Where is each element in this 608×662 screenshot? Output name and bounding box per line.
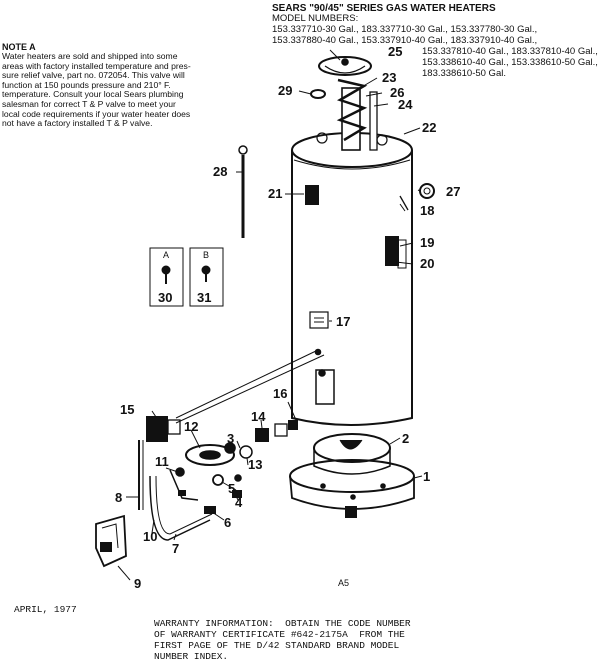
screw-b-icon: [201, 265, 211, 275]
part-label-2: 2: [402, 431, 409, 446]
gas-valve-15: [146, 416, 168, 442]
model-line-5: 183.338610-50 Gal.: [422, 68, 506, 79]
part-label-18: 18: [420, 203, 434, 218]
part-label-11: 11: [155, 454, 169, 469]
model-numbers-label: MODEL NUMBERS:: [272, 13, 359, 24]
tank-body: [291, 150, 413, 426]
part-label-14: 14: [251, 409, 266, 424]
manifold-tube: [149, 475, 211, 541]
warranty-line-1: WARRANTY INFORMATION: OBTAIN THE CODE NU…: [154, 618, 411, 629]
part-label-27: 27: [446, 184, 460, 199]
part-label-5: 5: [228, 481, 235, 496]
model-line-3: 153.337810-40 Gal., 183.337810-40 Gal.,: [422, 46, 598, 57]
part-label-25: 25: [388, 44, 402, 59]
part-label-22: 22: [422, 120, 436, 135]
part-label-23: 23: [382, 70, 396, 85]
part-label-17: 17: [336, 314, 350, 329]
part-label-19: 19: [420, 235, 434, 250]
screw-a-number: 30: [158, 290, 172, 305]
screw-box-a: [149, 247, 184, 307]
part-label-6: 6: [224, 515, 231, 530]
jacket-door-19: [385, 236, 399, 266]
screw-a-icon: [161, 265, 171, 275]
note-line: temperature. Consult your local Sears pl…: [2, 89, 184, 100]
note-line: salesman for correct T & P valve to meet…: [2, 98, 176, 109]
screw-box-b: [189, 247, 224, 307]
note-line: sure relief valve, part no. 072054. This…: [2, 70, 185, 81]
fitting-4: [232, 490, 242, 498]
footer-date: APRIL, 1977: [14, 604, 77, 615]
part-label-12: 12: [184, 419, 198, 434]
part-label-16: 16: [273, 386, 287, 401]
part-label-1: 1: [423, 469, 430, 484]
burner-12: [185, 444, 235, 466]
screw-b-number: 31: [197, 290, 211, 305]
note-line: Water heaters are sold and shipped into …: [2, 51, 178, 61]
note-title: NOTE A: [2, 42, 36, 52]
fitting-13: [239, 445, 253, 459]
part-label-24: 24: [398, 97, 413, 112]
part-label-10: 10: [143, 529, 157, 544]
series-title: SEARS "90/45" SERIES GAS WATER HEATERS: [272, 3, 496, 14]
label-21: [305, 185, 319, 205]
fitting-6: [204, 506, 216, 514]
part-label-15: 15: [120, 402, 134, 417]
note-line: function at 150 pounds pressure and 210°…: [2, 79, 171, 90]
warranty-line-2: OF WARRANTY CERTIFICATE #642-2175A FROM …: [154, 629, 405, 640]
screw-b-letter: B: [203, 250, 209, 260]
screw-a-letter: A: [163, 250, 169, 260]
note-body: Water heaters are sold and shipped into …: [2, 51, 242, 129]
part-label-4: 4: [235, 495, 243, 510]
part-label-29: 29: [278, 83, 292, 98]
note-line: local code requirements if your water he…: [2, 108, 191, 119]
burner-door-16: [315, 369, 335, 405]
part-label-7: 7: [172, 541, 179, 556]
part-label-13: 13: [248, 457, 262, 472]
model-line-1: 153.337710-30 Gal., 183.337710-30 Gal., …: [272, 24, 538, 35]
part-label-9: 9: [134, 576, 141, 591]
burner-shield-9: [95, 514, 127, 568]
note-line: areas with factory installed temperature…: [2, 60, 191, 71]
model-line-4: 153.338610-40 Gal., 153.338610-50 Gal.,: [422, 57, 598, 68]
fitting-5: [212, 474, 224, 486]
fitting-14: [255, 428, 269, 442]
model-line-2: 153.337880-40 Gal., 153.337910-40 Gal., …: [272, 35, 538, 46]
plug-27: [419, 183, 435, 199]
page-code: A5: [338, 578, 349, 588]
part-label-20: 20: [420, 256, 434, 271]
part-label-3: 3: [227, 431, 234, 446]
note-line: not have a factory installed T & P valve…: [2, 118, 153, 129]
part-label-28: 28: [213, 164, 227, 179]
part-label-8: 8: [115, 490, 122, 505]
base-pan-1: [289, 459, 415, 493]
part-label-21: 21: [268, 186, 282, 201]
warranty-line-3: FIRST PAGE OF THE D/42 STANDARD BRAND MO…: [154, 640, 400, 651]
warranty-line-4: NUMBER INDEX.: [154, 651, 229, 662]
part-label-26: 26: [390, 85, 404, 100]
label-17: [309, 311, 329, 329]
washer-29: [310, 89, 326, 99]
